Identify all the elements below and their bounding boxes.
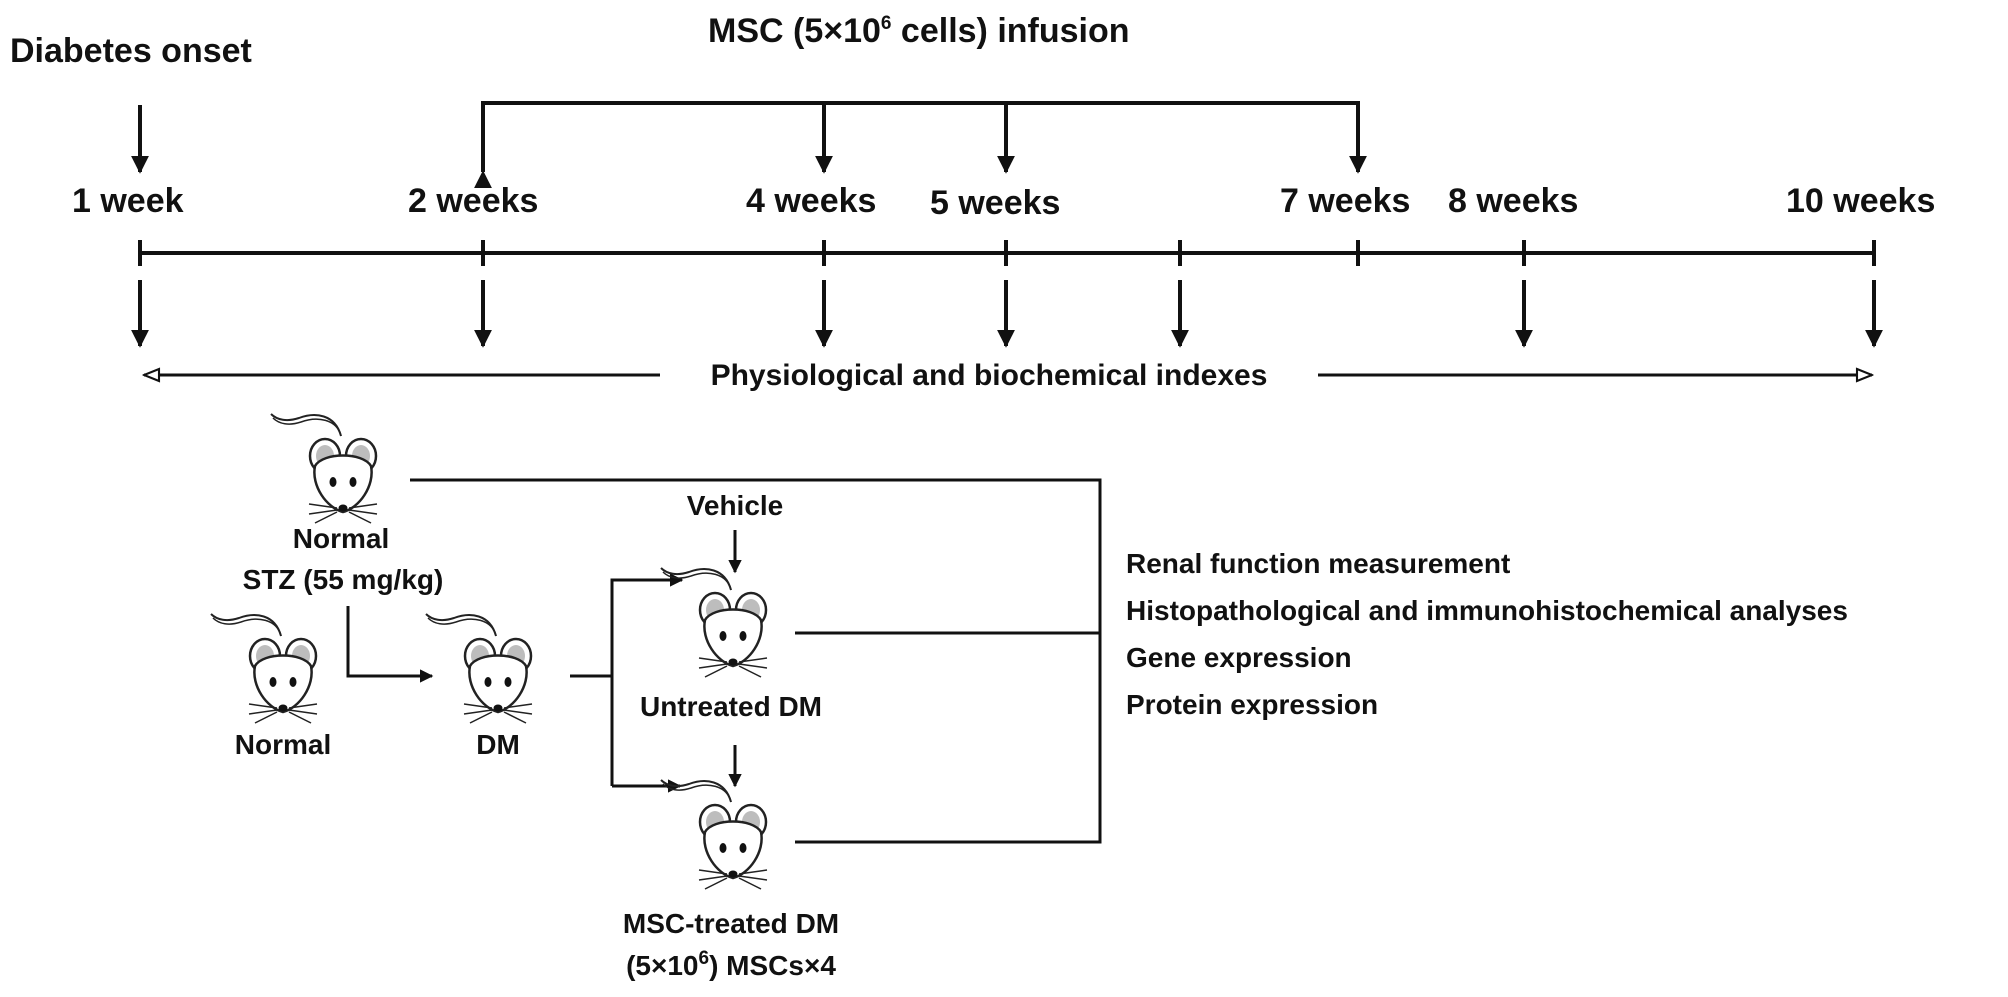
week-label-4: 4 weeks bbox=[746, 182, 876, 220]
normal-left-label: Normal bbox=[235, 729, 331, 760]
msc-dose-suffix: ) MSCs×4 bbox=[709, 950, 836, 981]
dm-label: DM bbox=[476, 729, 520, 760]
msc-dose-sup: 6 bbox=[699, 948, 710, 969]
timeline-ticks bbox=[138, 240, 1876, 266]
mouse-icon-untreated bbox=[659, 566, 769, 679]
mouse-icon-normal-left bbox=[209, 612, 319, 725]
analysis-item-renal: Renal function measurement bbox=[1126, 548, 1510, 579]
vehicle-label: Vehicle bbox=[687, 490, 784, 521]
msc-infusion-prefix: MSC (5×10 bbox=[708, 12, 881, 50]
week-label-5: 5 weeks bbox=[930, 184, 1060, 222]
analysis-item-histopathology: Histopathological and immunohistochemica… bbox=[1126, 595, 1848, 626]
msc-infusion-sup: 6 bbox=[881, 13, 892, 34]
analysis-item-protein: Protein expression bbox=[1126, 689, 1378, 720]
normal-top-label: Normal bbox=[293, 523, 389, 554]
infusion-bracket bbox=[474, 101, 1367, 189]
mouse-icon-normal-top bbox=[269, 412, 379, 525]
untreated-label: Untreated DM bbox=[640, 691, 822, 722]
week-label-8: 8 weeks bbox=[1448, 182, 1578, 220]
dm-to-untreated-arrow bbox=[610, 573, 684, 786]
diabetes-onset-label: Diabetes onset bbox=[10, 32, 252, 70]
week-label-7: 7 weeks bbox=[1280, 182, 1410, 220]
msc-dose-prefix: (5×10 bbox=[626, 950, 698, 981]
measurement-arrows bbox=[131, 280, 1883, 348]
indexes-label: Physiological and biochemical indexes bbox=[711, 359, 1268, 392]
msc-treated-label: MSC-treated DM bbox=[623, 908, 839, 939]
week-label-10: 10 weeks bbox=[1786, 182, 1935, 220]
mouse-icon-msc-treated bbox=[659, 778, 769, 891]
msc-dose-label: (5×106) MSCs×4 bbox=[626, 948, 836, 981]
analysis-item-gene: Gene expression bbox=[1126, 642, 1352, 673]
msc-infusion-suffix: cells) infusion bbox=[891, 12, 1129, 50]
week-label-2: 2 weeks bbox=[408, 182, 538, 220]
mouse-icon-dm bbox=[424, 612, 534, 725]
stz-to-dm-arrow bbox=[346, 606, 434, 683]
stz-label: STZ (55 mg/kg) bbox=[243, 564, 444, 595]
analyses-bracket bbox=[410, 478, 1102, 844]
week-label-1: 1 week bbox=[72, 182, 184, 220]
msc-infusion-label: MSC (5×106 cells) infusion bbox=[708, 12, 1130, 50]
